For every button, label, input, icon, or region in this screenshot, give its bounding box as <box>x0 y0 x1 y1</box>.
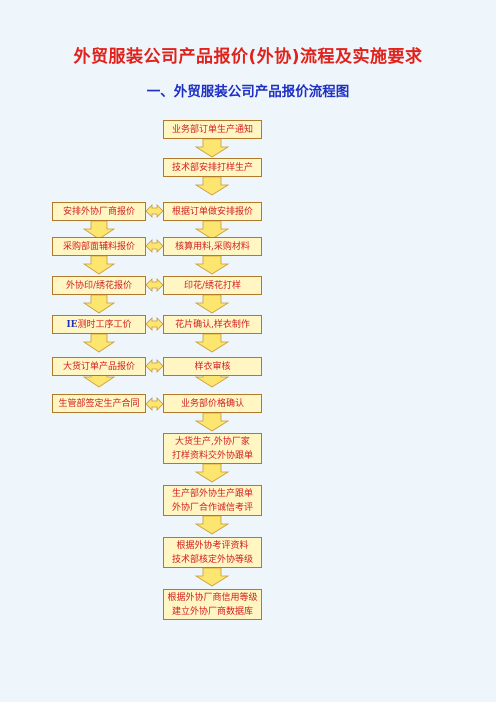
flow-step-arrange-quote: 根据订单做安排报价 <box>163 202 262 221</box>
ie-label: IE <box>66 319 78 330</box>
down-arrow <box>82 294 116 314</box>
flow-step-print-embroidery-sample: 印花/绣花打样 <box>163 276 262 295</box>
down-arrow <box>194 138 230 158</box>
flow-step-price-confirm: 业务部价格确认 <box>163 394 262 413</box>
page-title: 外贸服装公司产品报价(外协)流程及实施要求 <box>73 47 423 67</box>
down-arrow <box>194 515 230 535</box>
ie-text: 测时工序工价 <box>77 319 132 330</box>
flow-step-supplier-database: 根据外协厂商信用等级 建立外协厂商数据库 <box>163 589 262 620</box>
down-arrow <box>194 255 230 275</box>
down-arrow <box>82 220 116 240</box>
down-arrow <box>194 412 230 432</box>
down-arrow <box>82 333 116 353</box>
flow-side-bulk-quote: 大货订单产品报价 <box>52 357 146 376</box>
down-arrow <box>194 176 230 196</box>
down-arrow <box>194 294 230 314</box>
down-arrow <box>194 463 230 483</box>
double-arrow <box>145 204 164 218</box>
double-arrow <box>145 278 164 292</box>
down-arrow <box>194 333 230 353</box>
flow-step-sample-production: 技术部安排打样生产 <box>163 158 262 177</box>
down-arrow <box>194 567 230 587</box>
flow-step-order-notice: 业务部订单生产通知 <box>163 120 262 139</box>
double-arrow <box>145 239 164 253</box>
flow-step-sample-review: 样衣审核 <box>163 357 262 376</box>
flow-step-sample-making: 花片确认,样衣制作 <box>163 315 262 334</box>
flow-step-outsource-tracking: 生产部外协生产跟单 外协厂合作诚信考评 <box>163 485 262 516</box>
flow-side-outsource-quote: 安排外协厂商报价 <box>52 202 146 221</box>
down-arrow <box>194 220 230 240</box>
flow-side-print-quote: 外协印/绣花报价 <box>52 276 146 295</box>
double-arrow <box>145 359 164 373</box>
flow-step-material-costing: 核算用料,采购材料 <box>163 237 262 256</box>
double-arrow <box>145 397 164 411</box>
flow-step-bulk-production: 大货生产,外协厂家 打样资料交外协跟单 <box>163 433 262 464</box>
down-arrow <box>82 255 116 275</box>
section-title: 一、外贸服装公司产品报价流程图 <box>146 84 350 100</box>
flow-side-contract: 生管部签定生产合同 <box>52 394 146 413</box>
flow-step-outsource-rating: 根据外协考评资料 技术部核定外协等级 <box>163 537 262 568</box>
flow-side-material-quote: 采购部面辅料报价 <box>52 237 146 256</box>
double-arrow <box>145 317 164 331</box>
